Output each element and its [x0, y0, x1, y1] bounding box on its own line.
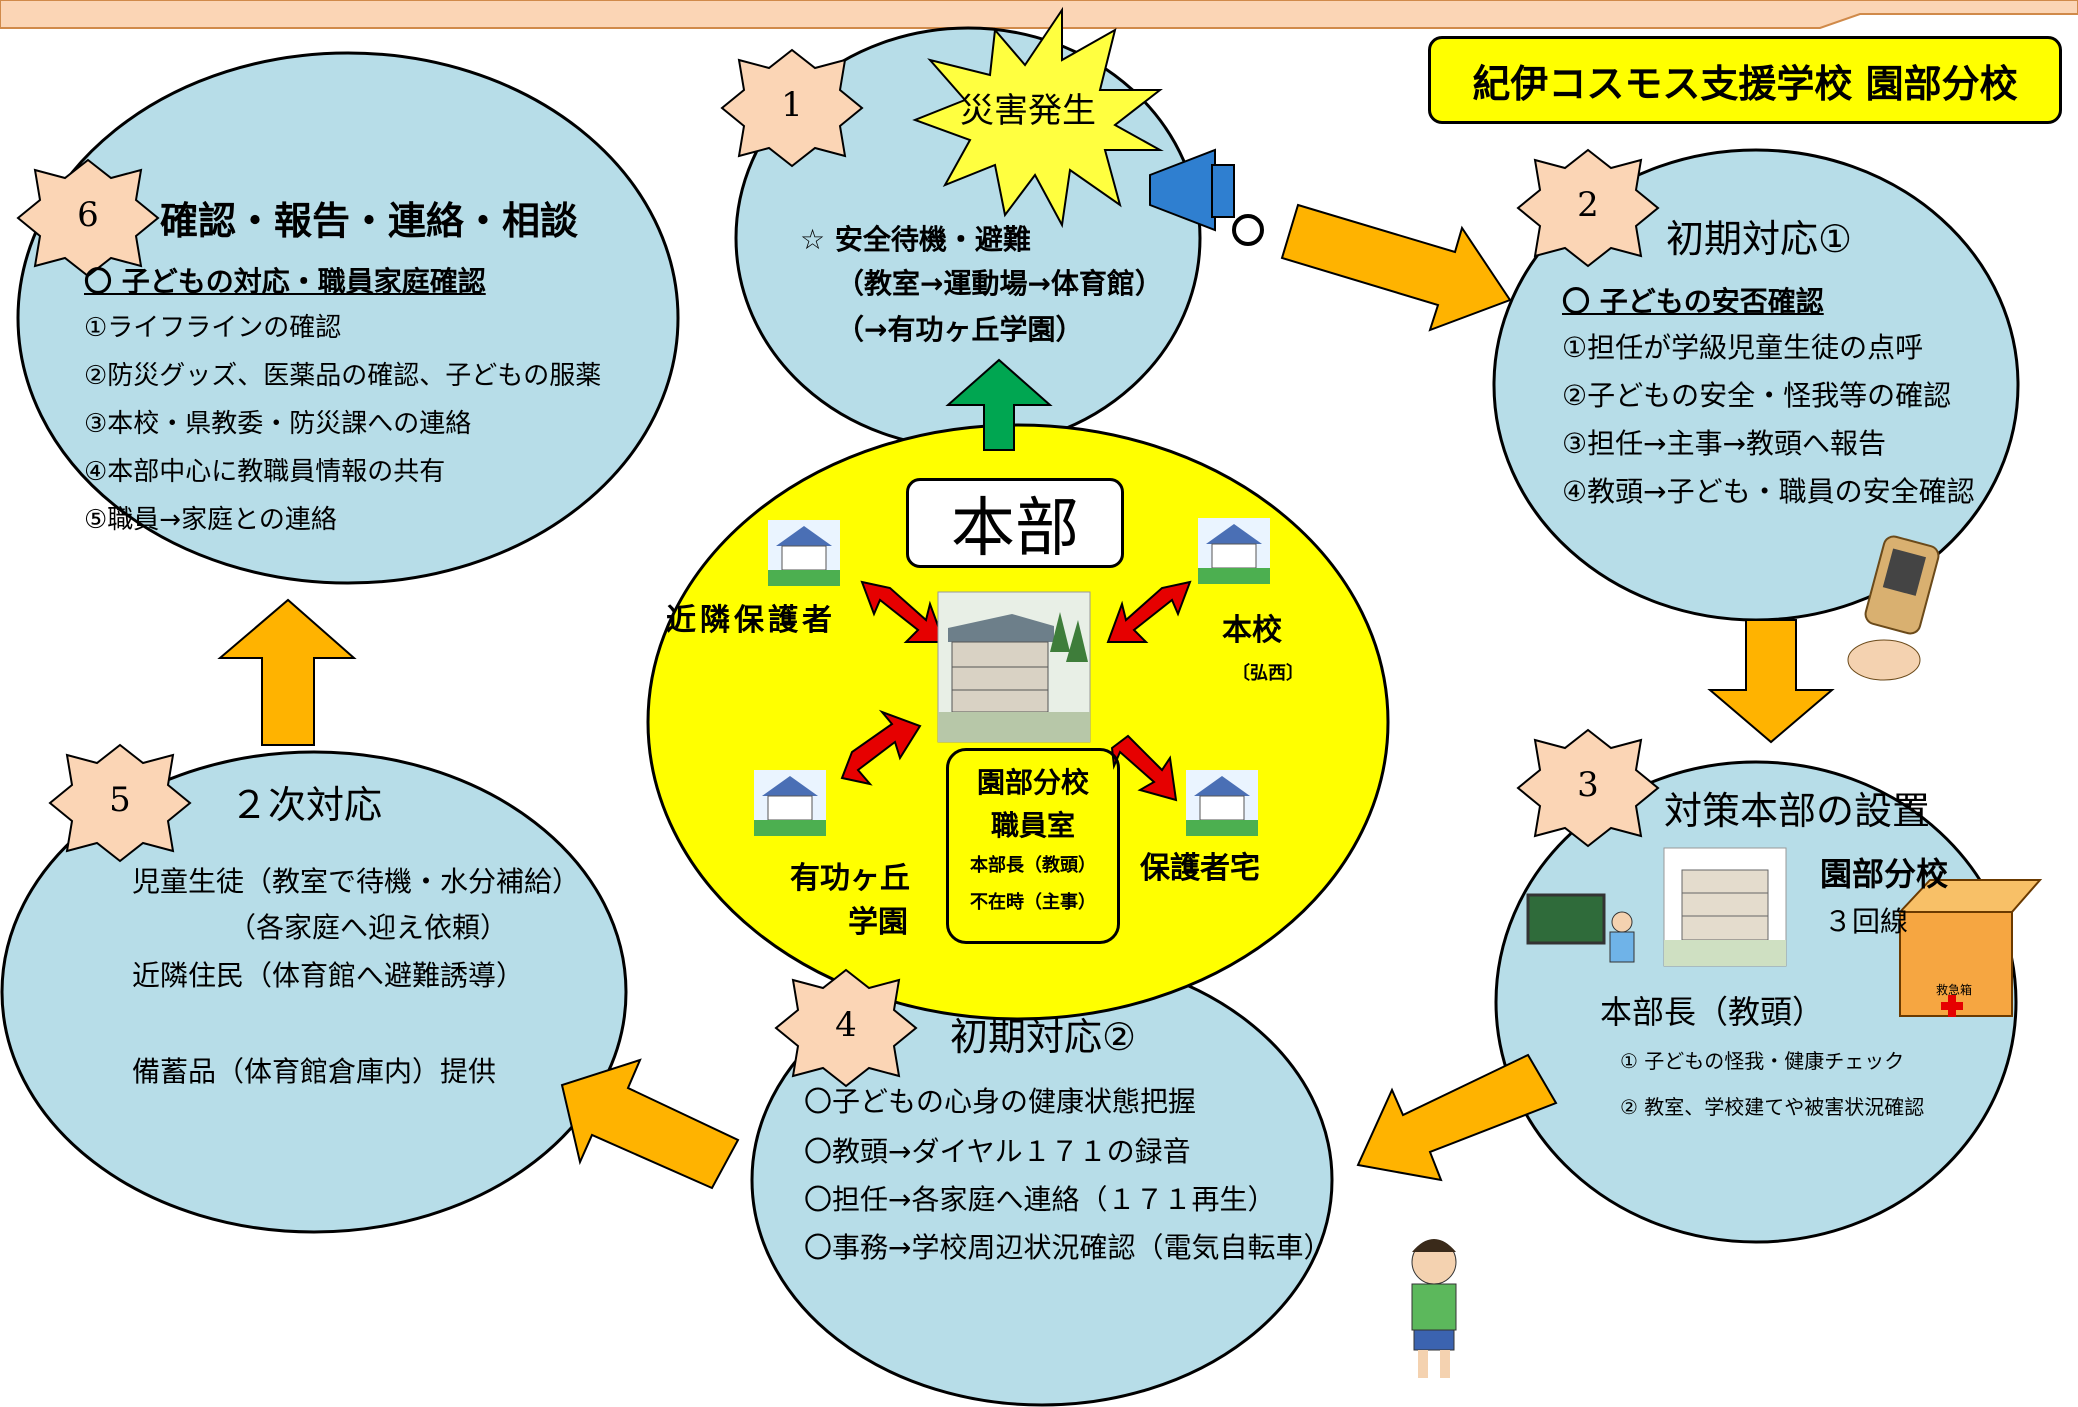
step-6-line-5: ⑤職員→家庭との連絡	[84, 505, 337, 535]
badge-number-4: 4	[835, 1005, 857, 1045]
step-1-line-3: （→有功ヶ丘学園）	[836, 313, 1084, 346]
hq-node-facility-line-1: 有功ヶ丘	[790, 861, 910, 896]
house-icon-main-school	[1198, 518, 1270, 584]
step-1-line-1: ☆ 安全待機・避難	[800, 223, 1031, 256]
school-building-icon	[937, 591, 1091, 743]
megaphone-icon	[1149, 148, 1264, 246]
hq-office-line-4: 不在時（主事）	[970, 891, 1096, 913]
step-6-title: 確認・報告・連絡・相談	[160, 199, 579, 243]
house-icon-neighbor	[768, 520, 840, 586]
step-2-title: 初期対応①	[1666, 217, 1853, 261]
hq-office-line-1: 園部分校	[976, 766, 1089, 799]
badge-5	[48, 743, 192, 863]
step-6-heading: 〇 子どもの対応・職員家庭確認	[84, 265, 486, 298]
badge-2	[1516, 148, 1660, 268]
hq-office-line-3: 本部長（教頭）	[970, 855, 1096, 876]
step-3-school: 園部分校	[1820, 855, 1949, 893]
hq-node-main-school: 本校	[1222, 613, 1282, 648]
arrow-3-to-4	[1356, 1053, 1558, 1182]
step-3-chief: 本部長（教頭）	[1600, 993, 1825, 1031]
step-5-line-2: （各家庭へ迎え依頼）	[228, 911, 509, 944]
badge-6	[16, 158, 160, 278]
school-name: 紀伊コスモス支援学校 園部分校	[1472, 61, 2018, 106]
header-band	[0, 0, 2078, 29]
arrow-2-to-3	[1707, 619, 1835, 744]
badge-number-3: 3	[1577, 765, 1599, 805]
house-icon-facility	[754, 770, 826, 836]
hq-title-box: 本部	[906, 478, 1124, 568]
step-2-line-4: ④教頭→子ども・職員の安全確認	[1562, 475, 1975, 508]
mobile-phone-icon	[1847, 535, 1940, 681]
step-4-line-4: 〇事務→学校周辺状況確認（電気自転車）	[804, 1231, 1332, 1264]
step-6-line-1: ①ライフラインの確認	[84, 313, 342, 343]
step-1-title: 災害発生	[960, 91, 1096, 131]
step-2-line-2: ②子どもの安全・怪我等の確認	[1562, 379, 1952, 412]
step-1-line-2: （教室→運動場→体育館）	[836, 267, 1163, 300]
red-arrow-facility	[840, 709, 922, 786]
step-5-line-4: 備蓄品（体育館倉庫内）提供	[132, 1055, 497, 1088]
hq-node-guardian-home: 保護者宅	[1140, 851, 1260, 886]
step-4-line-3: 〇担任→各家庭へ連絡（１７１再生）	[804, 1183, 1276, 1216]
step-3-title: 対策本部の設置	[1664, 789, 1931, 833]
step-4-line-2: 〇教頭→ダイヤル１７１の録音	[804, 1135, 1191, 1168]
first-aid-kit-icon	[1897, 879, 2043, 1017]
step-3-line-1: ① 子どもの怪我・健康チェック	[1620, 1049, 1905, 1073]
badge-number-1: 1	[781, 85, 803, 125]
hq-title: 本部	[951, 492, 1079, 566]
arrow-hq-to-1	[945, 358, 1053, 451]
step-6-line-4: ④本部中心に教職員情報の共有	[84, 457, 446, 487]
badge-number-2: 2	[1577, 185, 1599, 225]
step-4-line-1: 〇子どもの心身の健康状態把握	[804, 1085, 1197, 1118]
step-6-line-3: ③本校・県教委・防災課への連絡	[84, 409, 472, 439]
bubble-step-5	[0, 750, 628, 1234]
school-name-box: 紀伊コスモス支援学校 園部分校	[1428, 36, 2062, 124]
step-5-line-3: 近隣住民（体育館へ避難誘導）	[132, 959, 525, 992]
step-5-line-1: 児童生徒（教室で待機・水分補給）	[132, 865, 581, 898]
badge-number-5: 5	[109, 780, 131, 820]
arrow-4-to-5	[560, 1058, 740, 1190]
red-arrow-neighbor	[860, 580, 946, 643]
step-4-title: 初期対応②	[950, 1015, 1137, 1059]
bubble-step-3	[1494, 760, 2018, 1244]
step-3-line-2: ② 教室、学校建てや被害状況確認	[1620, 1095, 1925, 1119]
badge-number-6: 6	[77, 195, 99, 235]
badge-3	[1516, 728, 1660, 848]
step-2-heading: 〇 子どもの安否確認	[1562, 285, 1824, 318]
badge-1	[720, 48, 864, 168]
arrow-1-to-2	[1280, 203, 1512, 332]
step-2-line-1: ①担任が学級児童生徒の点呼	[1562, 331, 1924, 364]
hq-node-neighbor-guardians: 近隣保護者	[666, 603, 836, 638]
blackboard-teacher-icon	[1526, 893, 1635, 963]
hq-office-box: 園部分校 職員室 本部長（教頭） 不在時（主事）	[946, 748, 1120, 944]
branch-building-icon	[1663, 847, 1787, 967]
red-arrow-main-school	[1106, 580, 1192, 643]
hq-node-main-school-sub: 〔弘西〕	[1232, 663, 1304, 684]
hq-node-facility-line-2: 学園	[848, 905, 908, 940]
step-5-title: ２次対応	[230, 783, 383, 827]
child-drinking-icon	[1411, 1239, 1457, 1378]
step-3-lines-count: ３回線	[1824, 905, 1909, 938]
house-icon-guardian-home	[1186, 770, 1258, 836]
step-6-line-2: ②防災グッズ、医薬品の確認、子どもの服薬	[84, 361, 602, 391]
badge-4	[774, 968, 918, 1088]
hq-office-line-2: 職員室	[990, 809, 1075, 842]
bubble-step-6	[16, 51, 680, 585]
arrow-5-to-6	[217, 598, 357, 746]
first-aid-label: 救急箱	[1936, 983, 1973, 997]
step-2-line-3: ③担任→主事→教頭へ報告	[1562, 427, 1887, 460]
disaster-burst-icon	[912, 6, 1164, 229]
